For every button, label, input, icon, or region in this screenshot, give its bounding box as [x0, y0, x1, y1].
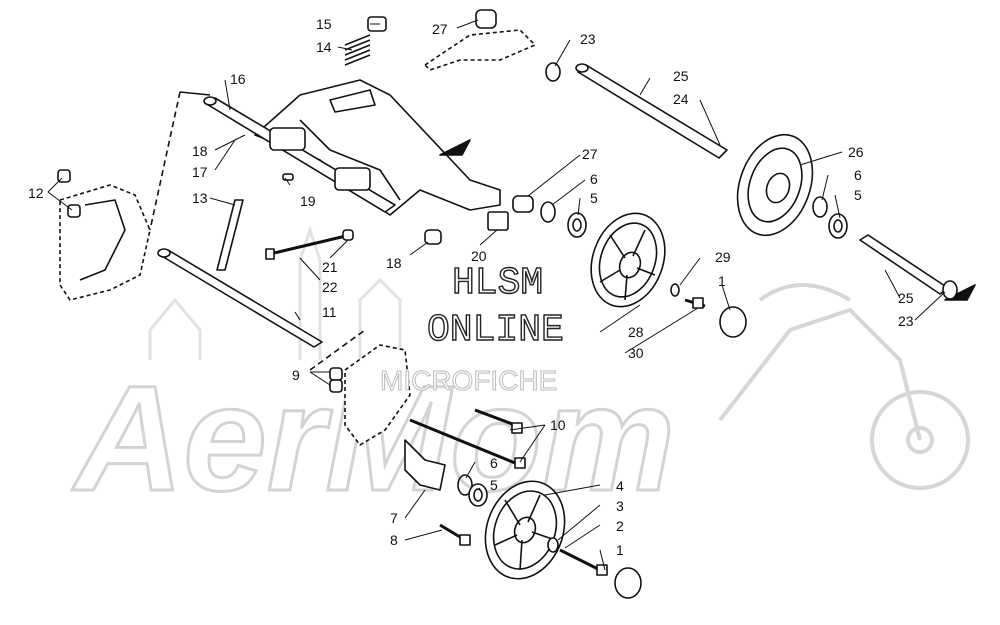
callout-24: 24 — [673, 91, 689, 107]
callout-27b: 27 — [582, 146, 598, 162]
long-bolt — [269, 233, 351, 256]
castle-watermark-icon — [148, 225, 402, 360]
callout-16: 16 — [230, 71, 246, 87]
callout-11: 11 — [322, 304, 337, 320]
watermark-line-1: HLSM — [452, 262, 543, 305]
callout-22: 22 — [322, 279, 338, 295]
callout-labels: 15 14 16 18 17 13 12 19 21 22 18 20 11 9… — [28, 16, 914, 558]
callout-6c: 6 — [490, 455, 498, 471]
direction-arrow-icon — [439, 139, 471, 156]
spring-icon — [344, 34, 371, 66]
lower-shaft — [159, 249, 323, 348]
watermark-line-3: MICROFICHE — [380, 365, 557, 396]
callout-15: 15 — [316, 16, 332, 32]
callout-5: 5 — [854, 187, 862, 203]
callout-1: 1 — [718, 273, 726, 289]
large-rear-wheel — [736, 133, 814, 237]
callout-23: 23 — [580, 31, 596, 47]
callout-9: 9 — [292, 367, 300, 383]
lower-idler-assembly — [309, 284, 976, 599]
callout-6: 6 — [854, 167, 862, 183]
callout-27: 27 — [432, 21, 448, 37]
callout-20: 20 — [471, 248, 487, 264]
bushing-block — [487, 211, 509, 231]
idler-wheel-upper — [590, 212, 666, 308]
leader-lines — [47, 19, 946, 571]
callout-26: 26 — [848, 144, 864, 160]
callout-12: 12 — [28, 185, 44, 201]
callout-4: 4 — [616, 478, 624, 494]
callout-18b: 18 — [386, 255, 402, 271]
callout-19: 19 — [300, 193, 316, 209]
callout-30: 30 — [628, 345, 644, 361]
rear-arm-assembly — [57, 16, 509, 348]
callout-8: 8 — [390, 532, 398, 548]
callout-28: 28 — [628, 324, 644, 340]
callout-21: 21 — [322, 259, 338, 275]
callout-10: 10 — [550, 417, 566, 433]
idler-arm — [404, 439, 446, 491]
callout-13: 13 — [192, 190, 208, 206]
callout-17: 17 — [192, 164, 208, 180]
upper-rail-section — [424, 29, 536, 71]
right-rail-section — [344, 344, 411, 446]
vertical-link — [216, 199, 244, 271]
left-rail-section — [59, 184, 151, 301]
callout-3: 3 — [616, 498, 624, 514]
callout-5c: 5 — [490, 477, 498, 493]
callout-6b: 6 — [590, 171, 598, 187]
callout-18: 18 — [192, 143, 208, 159]
pivot-block — [269, 127, 306, 151]
callout-14: 14 — [316, 39, 332, 55]
callout-2: 2 — [616, 518, 624, 534]
callout-29: 29 — [715, 249, 731, 265]
callout-5b: 5 — [590, 190, 598, 206]
motorcycle-watermark-icon — [718, 283, 970, 490]
hlsm-watermark: HLSM ONLINE MICROFICHE — [380, 261, 565, 396]
callout-1b: 1 — [616, 542, 624, 558]
watermark-line-2: ONLINE — [427, 309, 564, 352]
callout-23b: 23 — [898, 313, 914, 329]
callout-25: 25 — [673, 68, 689, 84]
rear-axle-lower — [859, 234, 949, 295]
upper-idler-assembly — [512, 195, 747, 338]
callout-25b: 25 — [898, 290, 914, 306]
rear-axle-assembly — [424, 9, 958, 300]
callout-7: 7 — [390, 510, 398, 526]
